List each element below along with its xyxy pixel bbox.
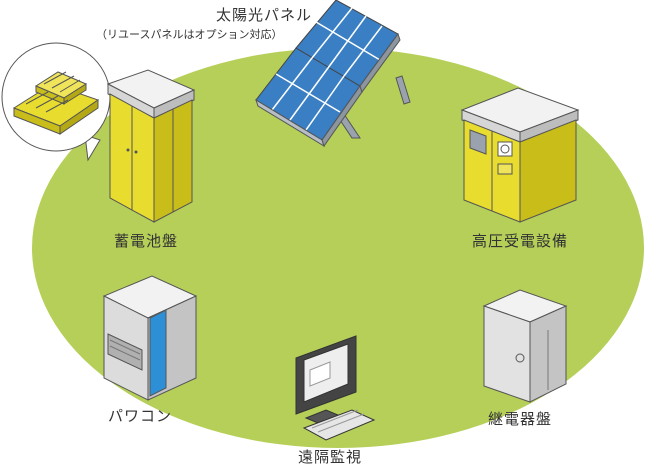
substation-cabinet-icon — [462, 88, 578, 222]
power-conditioner-icon — [104, 276, 196, 400]
relay-panel-label: 継電器盤 — [488, 408, 552, 429]
power-conditioner-label: パワコン — [108, 405, 172, 426]
storage-battery-label: 蓄電池盤 — [114, 230, 178, 251]
battery-cabinet-icon — [108, 70, 194, 222]
relay-panel-icon — [484, 290, 566, 402]
solar-panel-note: （リユースパネルはオプション対応） — [96, 26, 282, 42]
high-voltage-equipment-label: 高圧受電設備 — [472, 230, 568, 251]
battery-module-callout-icon — [2, 43, 110, 160]
solar-panel-label: 太陽光パネル — [216, 4, 312, 25]
remote-monitoring-label: 遠隔監視 — [298, 446, 362, 467]
